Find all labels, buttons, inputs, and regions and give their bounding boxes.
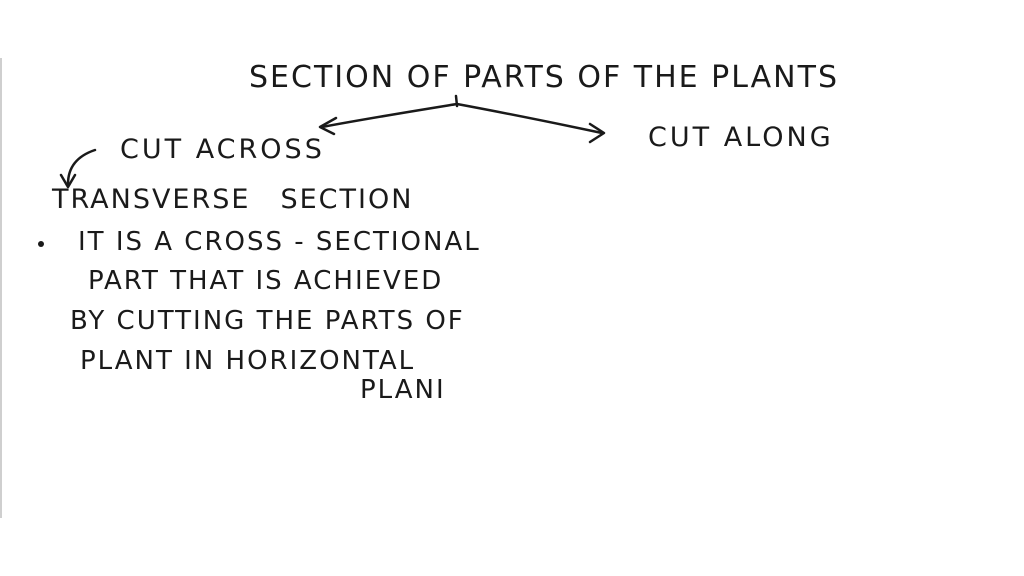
arrow-left-head-icon: [318, 116, 338, 136]
left-edge-divider: [0, 58, 2, 518]
bullet-line-2: PART THAT IS ACHIEVED: [88, 266, 444, 296]
arrow-left-curve: [320, 102, 459, 129]
bullet-line-5: PLANI: [360, 375, 446, 405]
bullet-line-4: PLANT IN HORIZONTAL: [80, 346, 416, 376]
transverse-heading-word1: TRANSVERSE: [52, 184, 251, 215]
arrow-right-curve: [455, 102, 604, 135]
branch-cut-along: CUT ALONG: [648, 122, 834, 153]
branch-cut-across: CUT ACROSS: [120, 134, 325, 165]
bullet-line-3: BY CUTTING THE PARTS OF: [70, 306, 465, 336]
transverse-section-heading: TRANSVERSE SECTION: [52, 186, 413, 213]
arrow-right-head-icon: [588, 122, 606, 144]
bullet-line-1: IT IS A CROSS - SECTIONAL: [78, 227, 481, 257]
bullet-point-icon: [38, 241, 44, 247]
transverse-heading-word2: SECTION: [280, 184, 414, 215]
page-title: SECTION OF PARTS OF THE PLANTS: [249, 60, 839, 95]
title-stem-line: [454, 94, 459, 108]
curved-down-arrow: [66, 148, 97, 186]
